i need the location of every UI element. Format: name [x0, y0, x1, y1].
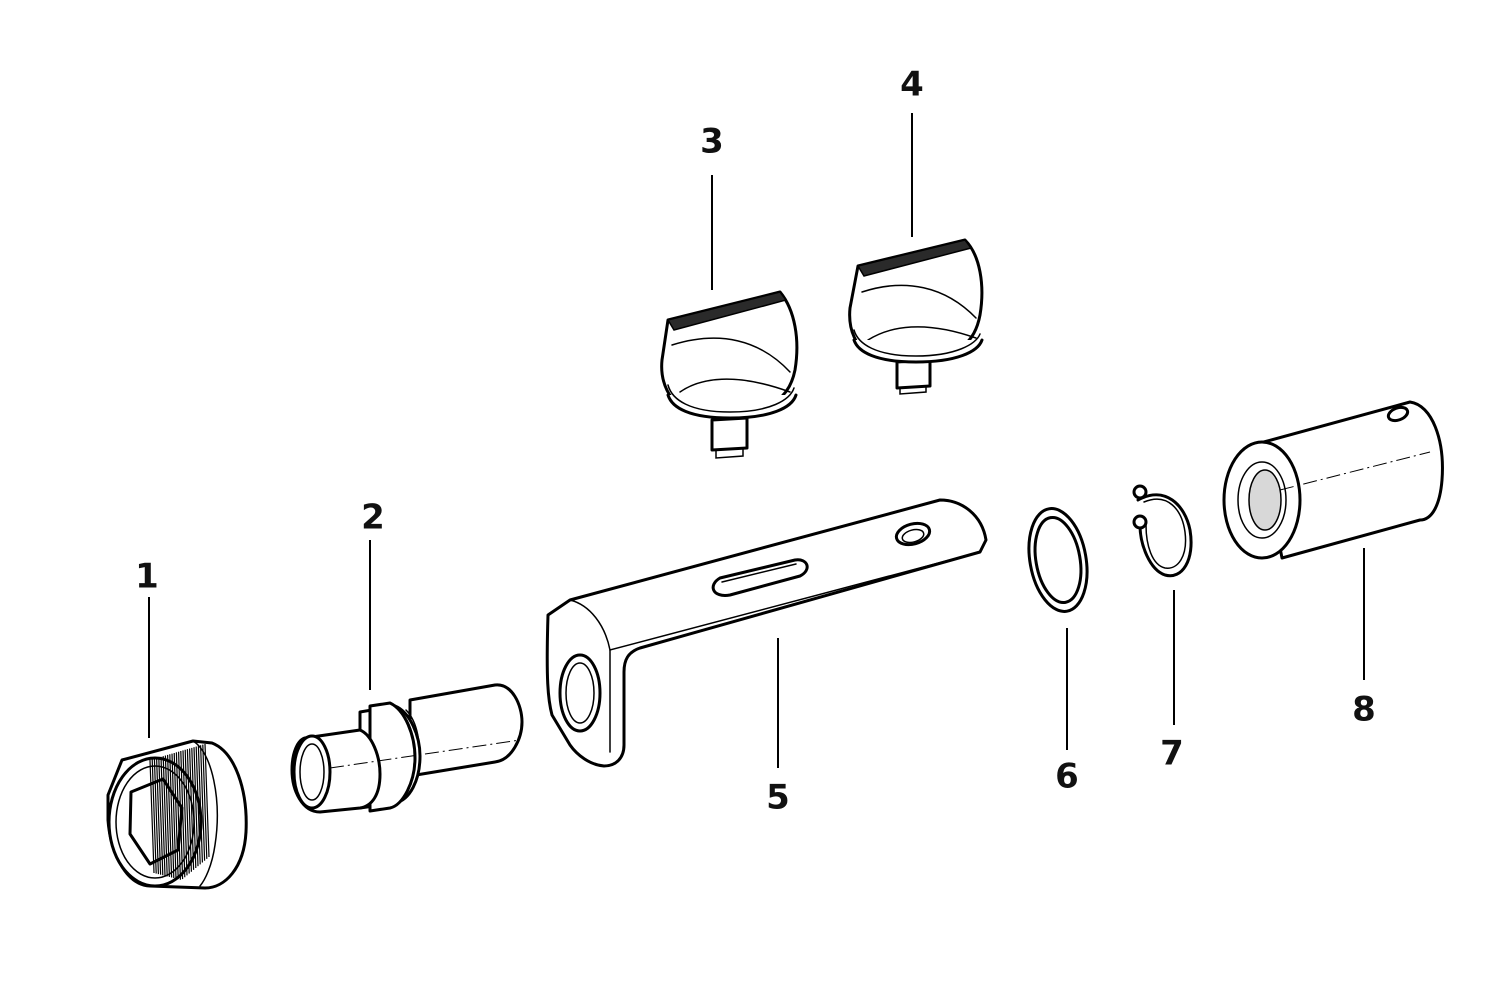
part-1-knurled-nut [106, 739, 248, 890]
part-8-cylinder [1222, 400, 1444, 560]
callout-5: 5 [766, 778, 790, 818]
callout-1: 1 [135, 557, 159, 597]
callout-7: 7 [1160, 734, 1184, 774]
part-5-bracket [545, 498, 988, 768]
callout-4: 4 [900, 65, 924, 105]
part-4-knob [848, 238, 984, 395]
part-7-retaining-ring [1132, 484, 1193, 578]
callout-8: 8 [1352, 690, 1376, 730]
callout-6: 6 [1055, 757, 1079, 797]
part-2-threaded-sleeve [290, 683, 524, 814]
callout-3: 3 [700, 122, 724, 162]
knurl-lines [149, 743, 210, 880]
part-3-knob [660, 290, 799, 459]
part-6-washer [1027, 507, 1089, 613]
callout-2: 2 [361, 498, 385, 538]
